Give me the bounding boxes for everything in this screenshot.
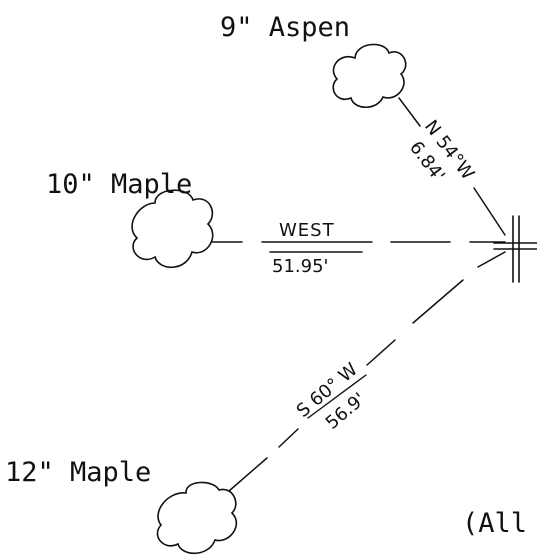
bearing-distance-west: 51.95' — [272, 256, 328, 277]
tree-maple-12-icon — [156, 481, 238, 555]
tree-label-aspen: 9" Aspen — [220, 12, 350, 43]
bearing-direction-west: WEST — [279, 220, 335, 241]
survey-cross-icon — [493, 215, 537, 283]
tree-label-maple-10: 10" Maple — [46, 169, 192, 200]
bearing-line-aspen — [398, 97, 506, 236]
tree-aspen-icon — [332, 43, 407, 109]
note-text: (All — [462, 508, 527, 539]
tree-label-maple-12: 12" Maple — [5, 457, 151, 488]
tree-maple-10-icon — [131, 189, 214, 269]
bearing-line-maple-12 — [228, 251, 506, 492]
bearing-underline-s60w — [307, 374, 367, 419]
